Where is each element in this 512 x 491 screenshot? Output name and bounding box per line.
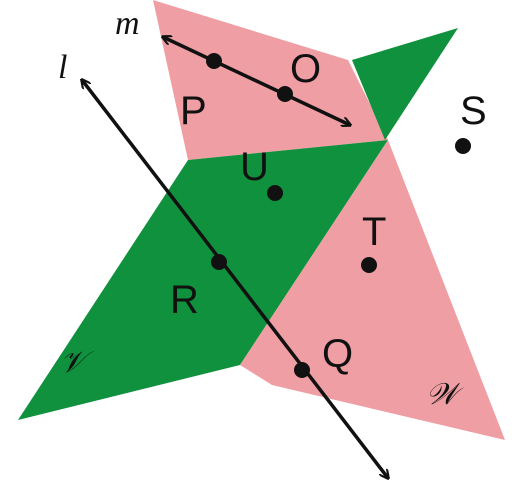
line-l-label: l — [58, 49, 67, 86]
point-s-dot — [455, 138, 471, 154]
line-l — [82, 80, 388, 478]
line-m — [163, 37, 350, 125]
point-u-dot — [267, 185, 283, 201]
point-u-label: U — [240, 145, 269, 189]
point-q-dot — [294, 362, 310, 378]
point-o-dot — [277, 86, 293, 102]
plane-w-top — [153, 0, 388, 160]
point-p-label: P — [180, 89, 207, 133]
point-t-dot — [361, 257, 377, 273]
point-s-label: S — [460, 89, 487, 133]
point-o-label: O — [290, 47, 321, 91]
point-r-dot — [211, 254, 227, 270]
point-r-label: R — [170, 278, 199, 322]
point-t-label: T — [362, 210, 386, 254]
point-q-label: Q — [322, 332, 353, 376]
point-p-dot — [206, 53, 222, 69]
line-m-label: m — [115, 5, 140, 42]
